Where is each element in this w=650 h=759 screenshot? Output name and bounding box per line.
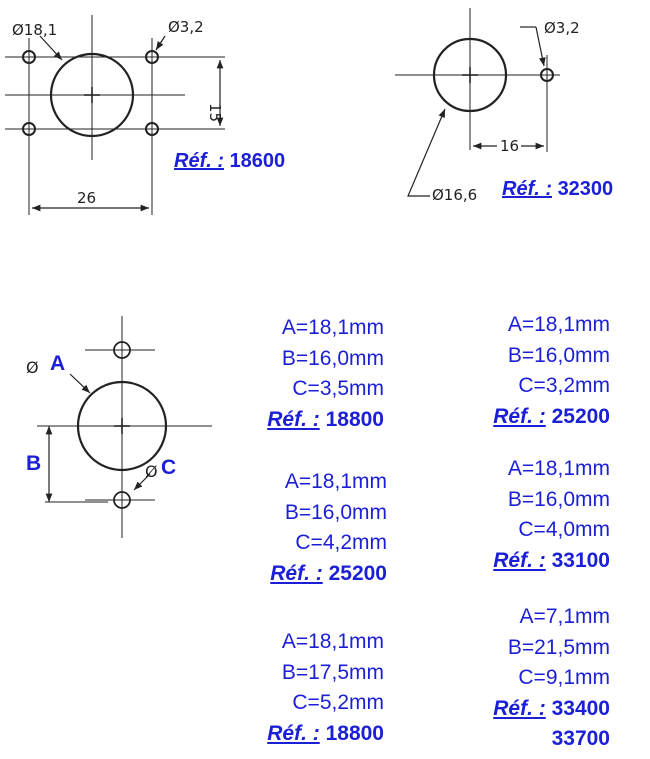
large-hole [76,380,168,472]
ref-label: Réf. : [174,150,224,172]
spec-b: B=21,5mm [507,635,610,659]
spec-block-1: A=18,1mm B=16,0mm C=3,5mm Réf. : 18800 [267,313,384,435]
d2-dim-width: 16 [500,137,519,155]
spec-ref: Réf. : 33100 [493,546,610,577]
d3-label-a: A [50,352,66,375]
spec-c: C=3,2mm [518,374,610,397]
spec-c: C=3,5mm [292,377,384,400]
spec-ref: Réf. : 18800 [267,405,384,436]
spec-c: C=4,0mm [518,518,610,541]
large-hole [432,37,508,113]
ref-number: 32300 [557,178,614,200]
ref-label: Réf. : [493,548,546,572]
spec-ref: Réf. : 33400 [493,694,610,725]
ref-label: Réf. : [267,407,320,431]
ref-number: 18600 [229,150,286,172]
spec-ref: Réf. : 25200 [493,402,610,433]
spec-a: A=18,1mm [507,313,610,336]
small-hole [540,68,554,82]
large-hole [49,52,135,138]
spec-c: C=9,1mm [518,666,610,689]
spec-block-4: A=18,1mm B=16,0mm C=4,0mm Réf. : 33100 [493,454,610,576]
spec-b: B=16,0mm [507,487,610,511]
ref-label: Réf. : [270,561,323,585]
small-hole-bottom [113,491,131,509]
spec-block-2: A=18,1mm B=16,0mm C=3,2mm Réf. : 25200 [493,310,610,432]
spec-c: C=5,2mm [292,691,384,714]
ref-number: 18800 [325,407,384,431]
ref-number: 18800 [325,721,384,745]
spec-a: A=18,1mm [284,470,387,493]
d3-label-c: C [161,456,177,479]
spec-b: B=16,0mm [284,500,387,524]
d1-small-diameter: Ø3,2 [168,18,204,36]
d3-diameter-symbol-c: Ø [145,462,158,481]
spec-c: C=4,2mm [295,531,387,554]
d1-reference: Réf. : 18600 [174,150,285,173]
spec-ref: Réf. : 18800 [267,719,384,750]
ref-label: Réf. : [502,178,552,200]
d1-large-diameter: Ø18,1 [12,21,57,39]
spec-a: A=18,1mm [281,316,384,339]
d1-dim-width: 26 [77,189,96,207]
small-holes [5,38,225,215]
ref-number: 33100 [551,548,610,572]
spec-b: B=16,0mm [281,346,384,370]
small-hole-top [113,341,131,359]
d1-dim-height: 15 [206,103,224,122]
spec-b: B=17,5mm [281,660,384,684]
spec-block-6: A=7,1mm B=21,5mm C=9,1mm Réf. : 33400 33… [493,602,610,755]
ref-number: 33400 [551,696,610,720]
drawing-1 [5,15,225,215]
spec-a: A=7,1mm [519,605,610,628]
ref-number: 25200 [328,561,387,585]
ref-label: Réf. : [493,696,546,720]
spec-a: A=18,1mm [281,630,384,653]
spec-a: A=18,1mm [507,457,610,480]
d2-large-diameter: Ø16,6 [432,186,477,204]
d2-small-diameter: Ø3,2 [544,19,580,37]
spec-ref: Réf. : 25200 [270,559,387,590]
spec-block-5: A=18,1mm B=17,5mm C=5,2mm Réf. : 18800 [267,627,384,749]
d3-label-b: B [26,452,42,475]
spec-ref-2: 33700 [551,727,610,750]
ref-number: 25200 [551,404,610,428]
d2-reference: Réf. : 32300 [502,178,613,201]
spec-b: B=16,0mm [507,343,610,367]
drawing-3 [37,316,212,538]
d3-diameter-symbol-a: Ø [26,358,39,377]
drawing-2 [395,8,560,197]
spec-block-3: A=18,1mm B=16,0mm C=4,2mm Réf. : 25200 [270,467,387,589]
ref-label: Réf. : [493,404,546,428]
ref-label: Réf. : [267,721,320,745]
